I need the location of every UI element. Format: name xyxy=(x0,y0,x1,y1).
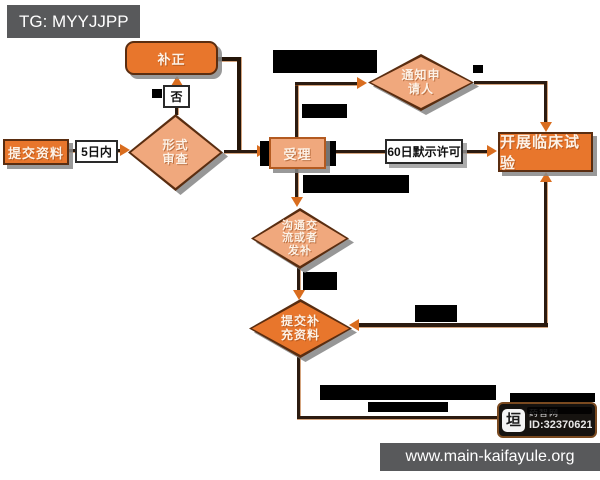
tg-tag-text: TG: MYYJJPP xyxy=(19,11,129,31)
redaction-block xyxy=(302,104,347,118)
connector-to-tongzhi xyxy=(295,82,361,85)
connector-shouli-to-60ri xyxy=(326,150,385,153)
redaction-block xyxy=(368,402,448,412)
watermark-smudge xyxy=(527,407,592,414)
arrowhead-into-kaizhan-bottom xyxy=(540,172,552,182)
yaozhi-logo-icon: 垣 xyxy=(502,408,525,432)
redaction-block xyxy=(303,272,337,290)
node-xingshi-shencha: 形式 审查 xyxy=(128,114,223,191)
arrowhead-into-buzheng xyxy=(171,76,183,86)
edge-label-5ri: 5日内 xyxy=(75,140,118,163)
node-shouli: 受理 xyxy=(269,137,326,169)
arrowhead-into-kaizhan-top xyxy=(540,122,552,132)
node-goutong-jiaoliu: 沟通交 流或者 发补 xyxy=(251,208,349,269)
connector-xingshi-to-shouli xyxy=(224,150,260,153)
connector-tijiao-to-5ri xyxy=(69,149,77,152)
tg-tag-panel: TG: MYYJJPP xyxy=(7,5,140,38)
footer-url-bar: www.main-kaifayule.org xyxy=(380,443,600,471)
arrowhead-into-tongzhi xyxy=(357,77,367,89)
arrowhead-into-buchong xyxy=(293,290,305,300)
node-tijiao-ziliao: 提交资料 xyxy=(3,139,69,165)
connector-buzheng-down xyxy=(237,57,241,152)
node-kaizhan-linchuang-label: 开展临床试验 xyxy=(500,134,581,172)
node-goutong-jiaoliu-label: 沟通交 流或者 发补 xyxy=(282,219,318,257)
redaction-block xyxy=(273,50,377,73)
connector-to-buchong-right xyxy=(358,323,548,327)
redaction-block xyxy=(415,305,457,322)
edge-label-60ri: 60日默示许可 xyxy=(385,139,463,164)
connector-goutong-down xyxy=(297,268,300,293)
redaction-block xyxy=(152,89,162,98)
connector-shouli-up xyxy=(295,85,298,137)
connector-60ri-to-kaizhan xyxy=(463,150,491,153)
redaction-block xyxy=(320,385,496,400)
connector-tongzhi-right xyxy=(474,81,547,84)
watermark-id: ID:32370621 xyxy=(529,418,592,431)
redaction-block xyxy=(473,65,483,73)
redaction-block xyxy=(303,175,409,193)
connector-buchong-down xyxy=(297,357,300,419)
node-tijiao-buchong: 提交补 充资料 xyxy=(249,299,352,358)
redaction-block xyxy=(510,393,595,402)
node-tongzhi-shenqingren: 通知申 请人 xyxy=(368,54,474,111)
watermark-badge: 垣 药智网 ID:32370621 xyxy=(497,402,597,438)
arrowhead-into-goutong xyxy=(291,197,303,207)
edge-label-no: 否 xyxy=(163,85,190,108)
node-buzheng: 补正 xyxy=(125,41,218,75)
node-tijiao-ziliao-label: 提交资料 xyxy=(7,145,64,161)
connector-bottom xyxy=(297,416,542,419)
node-buzheng-label: 补正 xyxy=(157,51,186,67)
arrowhead-into-kaizhan-left xyxy=(487,145,497,157)
connector-tongzhi-down xyxy=(544,81,547,125)
node-shouli-label: 受理 xyxy=(283,146,312,162)
connector-buzheng-right xyxy=(218,57,241,61)
arrowhead-into-xingshi xyxy=(120,144,130,156)
node-tongzhi-shenqingren-label: 通知申 请人 xyxy=(401,67,441,96)
node-tijiao-buchong-label: 提交补 充资料 xyxy=(280,313,320,342)
connector-shouli-down xyxy=(295,168,298,200)
footer-url-text: www.main-kaifayule.org xyxy=(405,448,575,465)
connector-kaizhan-down xyxy=(544,178,547,326)
node-kaizhan-linchuang: 开展临床试验 xyxy=(498,132,593,172)
arrowhead-into-buchong-right xyxy=(349,319,359,331)
redaction-block xyxy=(365,53,373,66)
node-xingshi-shencha-label: 形式 审查 xyxy=(162,137,189,166)
